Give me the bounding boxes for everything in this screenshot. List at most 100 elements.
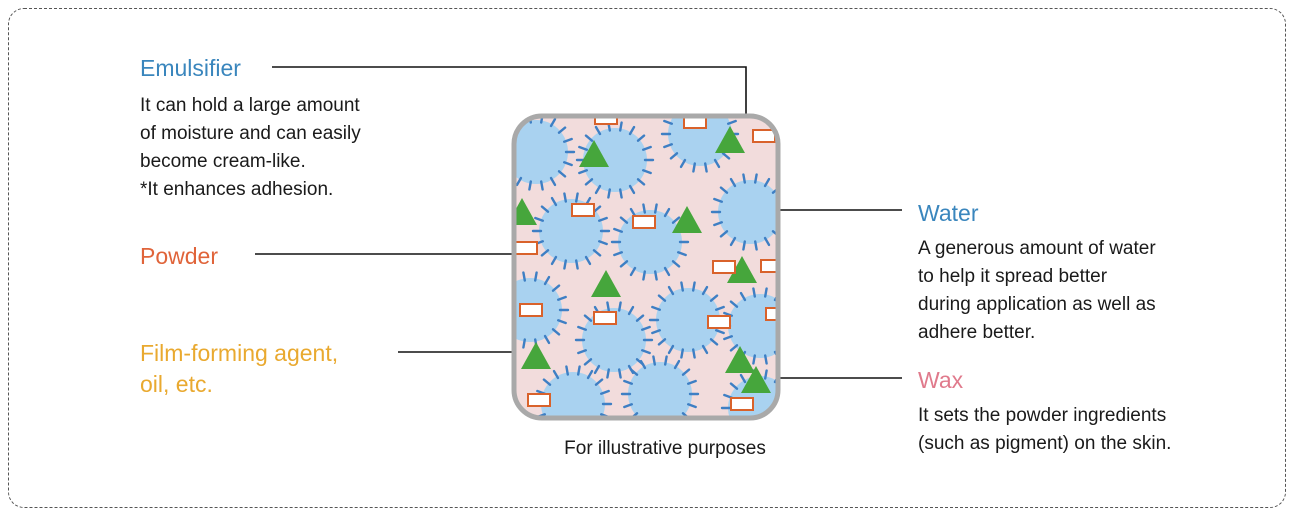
water-drop-tick bbox=[692, 162, 697, 173]
powder-particle bbox=[760, 259, 778, 273]
water-drop-tick bbox=[739, 291, 747, 302]
water-drop bbox=[718, 180, 778, 244]
water-drop-tick bbox=[640, 349, 651, 355]
water-drop-tick bbox=[563, 192, 567, 203]
water-drop-tick bbox=[667, 344, 675, 355]
water-drop-tick bbox=[613, 227, 624, 233]
water-drop-tick bbox=[563, 161, 573, 167]
water-drop-tick bbox=[549, 117, 557, 128]
illustration-caption: For illustrative purposes bbox=[564, 438, 766, 459]
wax-triangle bbox=[521, 342, 551, 369]
illustration-border bbox=[511, 113, 781, 421]
water-drop-tick bbox=[671, 216, 681, 224]
water-drop-tick bbox=[557, 170, 567, 178]
water-drop-tick bbox=[627, 305, 635, 316]
water-drop-tick bbox=[552, 369, 560, 380]
water-drop-tick bbox=[701, 285, 709, 296]
powder-label: Powder bbox=[140, 243, 218, 269]
water-drop-tick bbox=[686, 403, 697, 409]
water-drop-tick bbox=[594, 378, 604, 386]
water-drop-tick bbox=[592, 205, 602, 213]
powder-particle bbox=[712, 260, 736, 274]
water-drop-tick bbox=[763, 177, 771, 188]
water-drop-tick bbox=[669, 152, 679, 160]
water-drop-tick bbox=[680, 281, 685, 292]
water-drop-tick bbox=[742, 173, 747, 184]
water-drop-tick bbox=[679, 158, 687, 169]
water-drop-tick bbox=[663, 143, 674, 149]
water-drop-tick bbox=[653, 270, 658, 281]
water-drop-tick bbox=[721, 152, 731, 160]
powder-particle bbox=[632, 215, 656, 229]
water-drop-tick bbox=[640, 325, 651, 331]
water-drop-tick bbox=[629, 368, 639, 376]
water-drop-tick bbox=[540, 249, 550, 257]
water-drop-tick bbox=[663, 207, 671, 218]
water-drop-tick bbox=[681, 368, 691, 376]
powder-particle bbox=[707, 315, 731, 329]
wax-triangle bbox=[672, 206, 702, 233]
water-drop-tick bbox=[703, 162, 708, 173]
water-drop-tick bbox=[617, 368, 622, 379]
water-drop-tick bbox=[752, 287, 757, 298]
water-drop-tick bbox=[641, 169, 652, 175]
water-drop-tick bbox=[651, 329, 662, 335]
powder-particle bbox=[730, 397, 754, 411]
water-drop-tick bbox=[657, 338, 667, 346]
water-drop-tick bbox=[663, 355, 668, 366]
powder-particle bbox=[683, 116, 707, 129]
water-drop-tick bbox=[686, 379, 697, 385]
water-drop-tick bbox=[680, 348, 685, 359]
water-drop-tick bbox=[763, 369, 768, 380]
film-forming-label: Film-forming agent, oil, etc. bbox=[140, 340, 339, 397]
water-drop-tick bbox=[613, 251, 624, 257]
water-drop-tick bbox=[543, 334, 551, 345]
water-drop-tick bbox=[623, 403, 634, 409]
water-drop-tick bbox=[652, 355, 657, 366]
water-drop-tick bbox=[623, 379, 634, 385]
water-drop-tick bbox=[540, 116, 544, 124]
water-drop-tick bbox=[597, 240, 608, 246]
water-drop-tick bbox=[563, 137, 573, 143]
water-drop-tick bbox=[763, 287, 768, 298]
water-drop-tick bbox=[584, 134, 594, 142]
water-drop-tick bbox=[663, 266, 671, 277]
water-drop-tick bbox=[691, 348, 696, 359]
water-drop-tick bbox=[542, 378, 552, 386]
water-drop-tick bbox=[753, 240, 758, 251]
water-drop-tick bbox=[534, 216, 544, 222]
water-drop-tick bbox=[557, 319, 567, 325]
water-drop-tick bbox=[723, 335, 734, 341]
wax-triangle bbox=[727, 256, 757, 283]
water-drop-tick bbox=[574, 192, 579, 203]
water-drop-tick bbox=[657, 294, 667, 302]
water-drop-tick bbox=[617, 301, 622, 312]
water-drop-tick bbox=[709, 338, 719, 346]
water-drop-tick bbox=[729, 300, 739, 308]
emulsifier-label: Emulsifier bbox=[140, 55, 241, 81]
water-drop-tick bbox=[522, 338, 527, 349]
powder-particle bbox=[571, 203, 595, 217]
water-drop-tick bbox=[628, 125, 636, 136]
water-drop-tick bbox=[586, 369, 594, 380]
wax-triangle bbox=[715, 126, 745, 153]
wax-description: It sets the powder ingredients (such as … bbox=[918, 405, 1172, 454]
water-drop-tick bbox=[713, 221, 724, 227]
powder-particle bbox=[752, 129, 776, 143]
water-drop-tick bbox=[584, 255, 592, 266]
water-drop-tick bbox=[713, 158, 721, 169]
water-drop-tick bbox=[543, 275, 551, 286]
water-drop-tick bbox=[557, 295, 567, 301]
water-drop-tick bbox=[565, 365, 569, 376]
water-drop-tick bbox=[709, 294, 719, 302]
water-drop-tick bbox=[636, 134, 646, 142]
water-drop-tick bbox=[619, 260, 629, 268]
water-drop-tick bbox=[729, 236, 737, 247]
water-drop-tick bbox=[592, 249, 602, 257]
water-drop-tick bbox=[597, 216, 608, 222]
water-drop-tick bbox=[583, 358, 593, 366]
water-drop-tick bbox=[607, 188, 612, 199]
water-drop-tick bbox=[551, 328, 561, 336]
water-drop-tick bbox=[726, 119, 737, 125]
water-drop-tick bbox=[583, 314, 593, 322]
